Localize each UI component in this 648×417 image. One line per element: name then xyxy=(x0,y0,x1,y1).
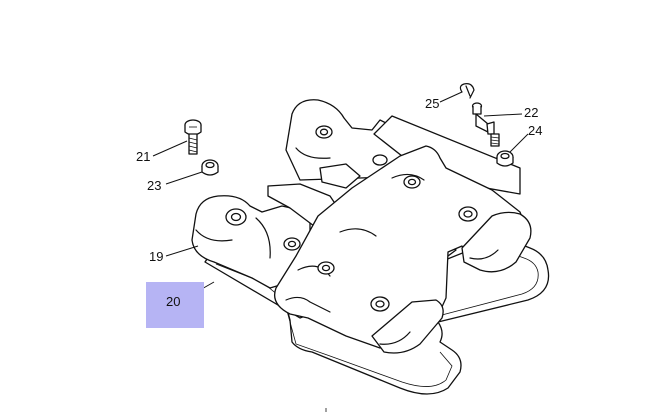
cover-left-body-19 xyxy=(191,195,311,289)
callout-label-23[interactable]: 23 xyxy=(147,178,162,193)
callout-label-19[interactable]: 19 xyxy=(149,249,164,264)
bolt-part-21 xyxy=(184,119,202,155)
leader-22 xyxy=(483,113,523,117)
callout-label-25[interactable]: 25 xyxy=(425,96,440,111)
clip-part-25 xyxy=(459,83,475,99)
callout-label-21[interactable]: 21 xyxy=(136,149,151,164)
leader-19 xyxy=(165,245,199,257)
leader-24 xyxy=(509,133,529,153)
cover-front-hump xyxy=(371,299,444,354)
callout-label-22[interactable]: 22 xyxy=(524,105,539,120)
leader-25 xyxy=(439,91,463,103)
washer-part-24 xyxy=(496,150,514,167)
callout-label-20[interactable]: 20 xyxy=(166,294,181,309)
bolt-part-22 xyxy=(471,102,500,147)
leader-21 xyxy=(152,140,188,157)
leader-23 xyxy=(165,171,203,185)
cover-right-hump xyxy=(461,211,532,273)
washer-part-23 xyxy=(201,159,219,176)
callout-highlight-20 xyxy=(146,282,204,328)
callout-label-24[interactable]: 24 xyxy=(528,123,543,138)
